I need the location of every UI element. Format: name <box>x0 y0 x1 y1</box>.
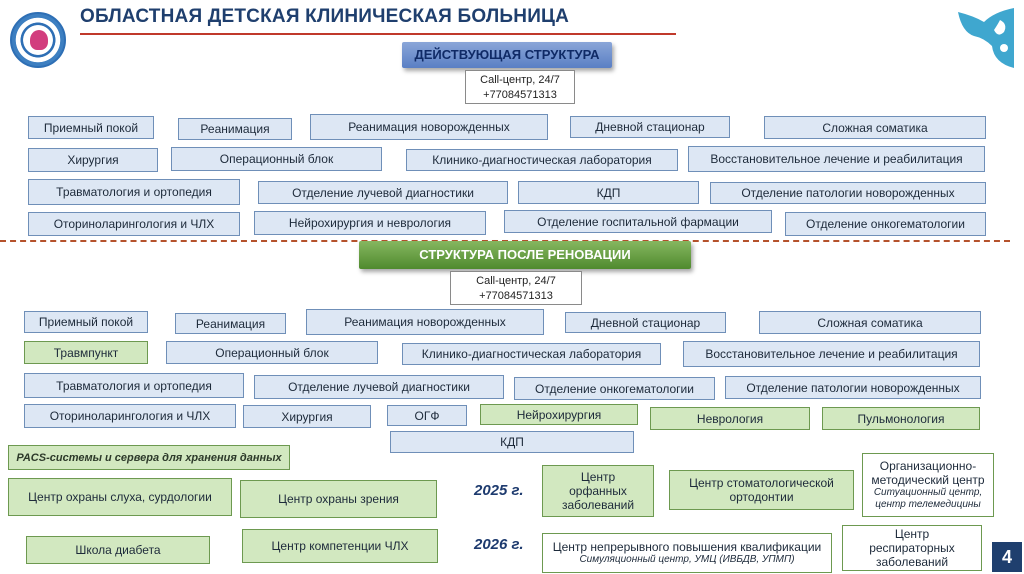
unit-box: Пульмонология <box>822 407 980 430</box>
center-box: Центр стоматологической ортодонтии <box>669 470 854 510</box>
unit-box: Хирургия <box>28 148 158 172</box>
unit-box: Травматология и ортопедия <box>24 373 244 398</box>
center-box: Центр орфанных заболеваний <box>542 465 654 517</box>
page-title: ОБЛАСТНАЯ ДЕТСКАЯ КЛИНИЧЕСКАЯ БОЛЬНИЦА <box>80 6 569 28</box>
call-center-label: Call-центр, 24/7 <box>451 274 581 289</box>
kazakh-ornament-icon <box>954 8 1014 68</box>
year-2025-label: 2025 г. <box>474 482 524 499</box>
center-title: Центр непрерывного повышения квалификаци… <box>553 540 821 554</box>
unit-box: Травматология и ортопедия <box>28 179 240 205</box>
unit-box: Дневной стационар <box>570 116 730 138</box>
unit-box: Хирургия <box>243 405 371 428</box>
unit-box: КДП <box>390 431 634 453</box>
unit-box: КДП <box>518 181 699 204</box>
unit-box: Операционный блок <box>166 341 378 364</box>
center-box: Школа диабета <box>26 536 210 564</box>
unit-box: Отделение лучевой диагностики <box>254 375 504 399</box>
call-center-box: Call-центр, 24/7 +77084571313 <box>465 70 575 104</box>
unit-box: Нейрохирургия и неврология <box>254 211 486 235</box>
pacs-box: PACS-системы и сервера для хранения данн… <box>8 445 290 470</box>
center-title: Организационно-методический центр <box>869 459 987 487</box>
unit-box: Неврология <box>650 407 810 430</box>
center-subtitle: Симуляционный центр, УМЦ (ИВБДВ, УПМП) <box>579 554 794 566</box>
call-center-label: Call-центр, 24/7 <box>466 73 574 88</box>
page-number: 4 <box>992 542 1022 572</box>
title-underline <box>80 33 676 35</box>
unit-box: Реанимация новорожденных <box>306 309 544 335</box>
unit-box: Отделение лучевой диагностики <box>258 181 508 204</box>
unit-box: Нейрохирургия <box>480 404 638 425</box>
unit-box: Сложная соматика <box>764 116 986 139</box>
current-structure-banner: ДЕЙСТВУЮЩАЯ СТРУКТУРА <box>402 42 612 68</box>
unit-box: Оториноларингология и ЧЛХ <box>24 404 236 428</box>
unit-box: Приемный покой <box>28 116 154 139</box>
unit-box: Травмпункт <box>24 341 148 364</box>
year-2026-label: 2026 г. <box>474 536 524 553</box>
unit-box: Реанимация новорожденных <box>310 114 548 140</box>
center-box: Центр охраны слуха, сурдологии <box>8 478 232 516</box>
unit-box: Оториноларингология и ЧЛХ <box>28 212 240 236</box>
center-box: Центр непрерывного повышения квалификаци… <box>542 533 832 573</box>
call-center-box: Call-центр, 24/7 +77084571313 <box>450 271 582 305</box>
unit-box: Клинико-диагностическая лаборатория <box>406 149 678 171</box>
renovation-structure-banner: СТРУКТУРА ПОСЛЕ РЕНОВАЦИИ <box>359 241 691 269</box>
unit-box: Восстановительное лечение и реабилитация <box>683 341 980 367</box>
unit-box: Отделение госпитальной фармации <box>504 210 772 233</box>
hospital-logo-icon <box>10 12 66 68</box>
center-box: Организационно-методический центр Ситуац… <box>862 453 994 517</box>
center-box: Центр респираторных заболеваний <box>842 525 982 571</box>
unit-box: Дневной стационар <box>565 312 726 333</box>
unit-box: Отделение онкогематологии <box>785 212 986 236</box>
center-subtitle: Ситуационный центр, центр телемедицины <box>869 487 987 511</box>
unit-box: Восстановительное лечение и реабилитация <box>688 146 985 172</box>
call-center-phone: +77084571313 <box>466 88 574 103</box>
unit-box: Операционный блок <box>171 147 382 171</box>
center-box: Центр охраны зрения <box>240 480 437 518</box>
center-box: Центр компетенции ЧЛХ <box>242 529 438 563</box>
unit-box: Реанимация <box>178 118 292 140</box>
unit-box: ОГФ <box>387 405 467 426</box>
unit-box: Приемный покой <box>24 311 148 333</box>
unit-box: Сложная соматика <box>759 311 981 334</box>
unit-box: Отделение патологии новорожденных <box>725 376 981 399</box>
call-center-phone: +77084571313 <box>451 289 581 304</box>
unit-box: Клинико-диагностическая лаборатория <box>402 343 661 365</box>
unit-box: Отделение онкогематологии <box>514 377 715 400</box>
unit-box: Отделение патологии новорожденных <box>710 182 986 204</box>
unit-box: Реанимация <box>175 313 286 334</box>
